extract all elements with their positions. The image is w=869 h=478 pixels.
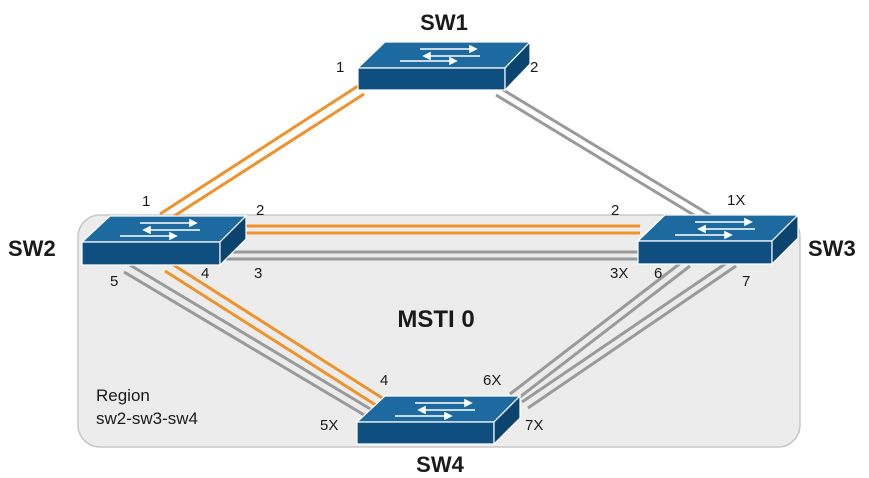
switch-name-sw2: SW2 <box>8 236 56 261</box>
link-sw2-sw3-port2 <box>246 224 640 235</box>
switch-name-sw1: SW1 <box>420 10 468 35</box>
switch-sw2 <box>80 214 248 267</box>
port-label: 7 <box>742 273 750 290</box>
port-label: 2 <box>530 59 538 76</box>
switch-arrows-icon <box>395 398 475 421</box>
port-label: 4 <box>201 265 209 282</box>
switch-sw1 <box>356 40 532 92</box>
region-box <box>77 214 801 448</box>
link-sw3-sw4-port7 <box>521 260 737 410</box>
switch-name-sw4: SW4 <box>416 452 464 477</box>
port-label: 3X <box>610 265 628 282</box>
link-sw1-sw3 <box>495 86 711 222</box>
link-sw2-sw4-port5 <box>123 263 373 418</box>
port-label: 1 <box>336 59 344 76</box>
region-name: sw2-sw3-sw4 <box>96 409 198 428</box>
link-sw1-sw2 <box>159 84 365 222</box>
switch-name-sw3: SW3 <box>808 236 856 261</box>
switch-arrows-icon <box>120 218 200 241</box>
switch-sw4 <box>355 394 522 446</box>
port-label: 4 <box>380 372 388 389</box>
link-sw2-sw3-port3 <box>222 250 640 261</box>
region-label: Region <box>96 386 150 405</box>
switch-sw3 <box>636 213 800 266</box>
switch-arrows-icon <box>675 217 755 240</box>
port-label: 6 <box>654 265 662 282</box>
port-label: 1 <box>142 193 150 210</box>
switch-arrows-icon <box>400 44 480 66</box>
port-label: 7X <box>525 417 543 434</box>
port-label: 3 <box>254 265 262 282</box>
port-label: 2 <box>256 202 264 219</box>
port-label: 5X <box>320 417 338 434</box>
port-label: 2 <box>611 202 619 219</box>
link-sw3-sw4-port6 <box>509 260 691 402</box>
port-label: 5 <box>110 273 118 290</box>
link-sw2-sw4-port4 <box>164 262 391 411</box>
port-label: 6X <box>483 372 501 389</box>
instance-label: MSTI 0 <box>397 306 474 333</box>
port-label: 1X <box>727 192 745 209</box>
